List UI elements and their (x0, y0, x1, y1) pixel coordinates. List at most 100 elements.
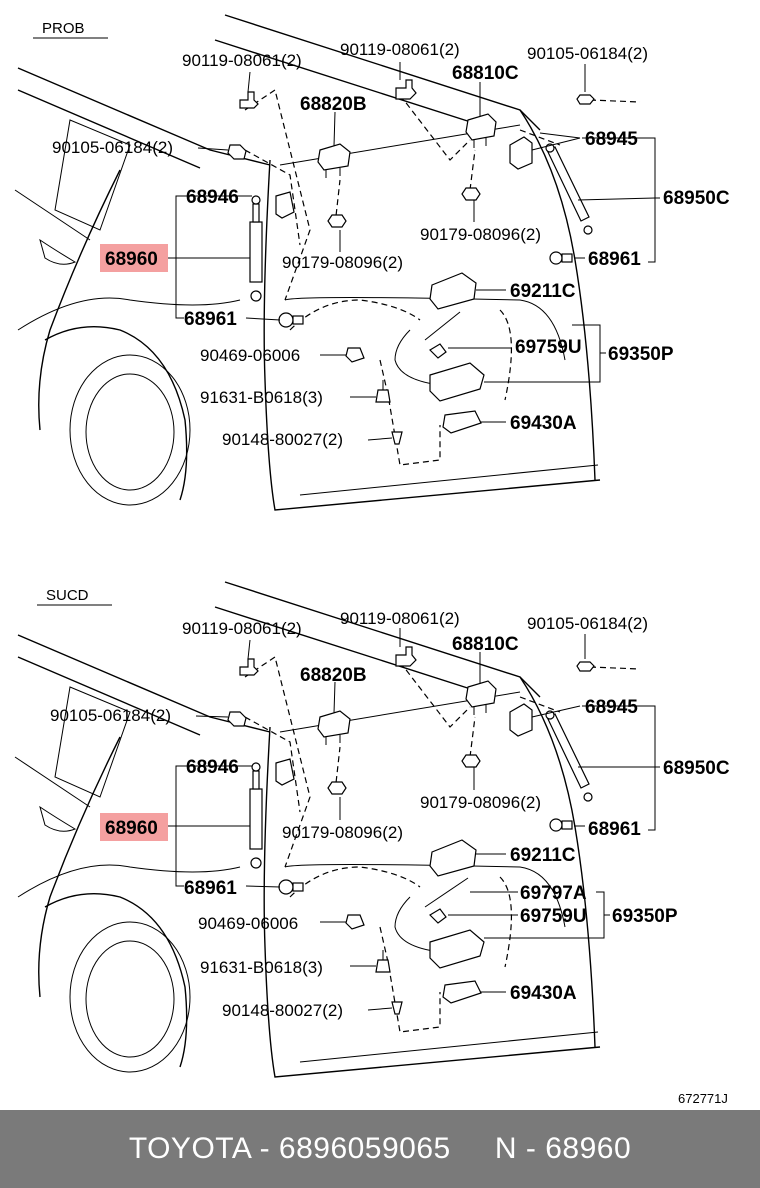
bracket-icon (275, 191, 295, 219)
part-label: 68950C (663, 188, 730, 209)
nut-icon (327, 781, 347, 795)
bracket-icon (509, 136, 533, 170)
part-label: 69797A (520, 883, 587, 904)
part-label: 69350P (608, 344, 674, 365)
part-label: 69430A (510, 413, 577, 434)
part-label-highlighted: 68960 (105, 249, 158, 270)
part-label: 68820B (300, 665, 367, 686)
nut-icon (461, 187, 481, 201)
leader-lines (166, 62, 660, 441)
part-label: 90119-08061(2) (340, 40, 460, 59)
bolt-icon (227, 711, 247, 727)
bolt-icon (239, 91, 259, 109)
handle-icon (442, 410, 482, 434)
ball-joint-icon (549, 818, 573, 832)
screw-icon (391, 431, 403, 445)
part-label: 69430A (510, 983, 577, 1004)
part-label: 90105-06184(2) (52, 138, 173, 157)
ball-joint-icon (278, 312, 304, 328)
bolt-icon (395, 79, 417, 100)
vehicle-body (14, 581, 601, 1078)
ball-joint-icon (549, 251, 573, 265)
part-label: 68961 (588, 819, 641, 840)
screw-icon (375, 950, 391, 973)
section-label: SUCD (46, 587, 89, 604)
footer-bar: TOYOTA - 6896059065 N - 68960 (0, 1110, 760, 1188)
part-label: 69759U (515, 337, 582, 358)
hinge-icon (317, 710, 351, 745)
section-sucd: SUCD (14, 581, 730, 1078)
part-label: 90105-06184(2) (527, 614, 648, 633)
part-label: 90105-06184(2) (50, 706, 171, 725)
part-label: 68820B (300, 94, 367, 115)
part-label-highlighted: 68960 (105, 818, 158, 839)
bracket-icon (275, 758, 295, 786)
gas-stay-icon (545, 143, 593, 235)
install-lines (244, 89, 641, 466)
ball-joint-icon (278, 879, 304, 895)
part-label: 90179-08096(2) (420, 225, 541, 244)
section-prob: PROB (14, 14, 730, 511)
part-label: 90119-08061(2) (182, 619, 302, 638)
lock-assy-icon (429, 908, 485, 969)
clip-icon (345, 347, 365, 363)
footer-text: TOYOTA - 6896059065 N - 68960 (128, 1132, 632, 1165)
lock-icon (429, 839, 477, 877)
bolt-icon (239, 658, 259, 676)
install-lines (244, 656, 641, 1033)
part-label: 90148-80027(2) (222, 430, 343, 449)
gas-stay-icon (249, 195, 263, 302)
hinge-icon (317, 143, 351, 178)
part-label: 90469-06006 (200, 346, 300, 365)
bolt-icon (395, 646, 417, 667)
part-label: 69759U (520, 906, 587, 927)
part-label: 90469-06006 (198, 914, 298, 933)
part-label: 68945 (585, 129, 638, 150)
lock-assy-icon (429, 343, 485, 402)
hinge-icon (465, 113, 497, 148)
part-label: 68810C (452, 63, 519, 84)
part-label: 69350P (612, 906, 678, 927)
part-label: 90119-08061(2) (340, 609, 460, 628)
bolt-icon (576, 661, 595, 672)
part-label: 68961 (184, 878, 237, 899)
bolt-icon (227, 144, 247, 160)
highlight-box (100, 813, 168, 841)
gas-stay-icon (249, 762, 263, 869)
clip-icon (345, 914, 365, 930)
handle-icon (442, 980, 482, 1004)
gas-stay-icon (545, 710, 593, 802)
leader-lines (168, 628, 660, 1011)
part-label: 90179-08096(2) (282, 253, 403, 272)
part-label: 68950C (663, 758, 730, 779)
nut-icon (461, 754, 481, 768)
part-label: 90179-08096(2) (420, 793, 541, 812)
highlight-box (100, 244, 168, 272)
part-label: 90119-08061(2) (182, 51, 302, 70)
part-label: 90179-08096(2) (282, 823, 403, 842)
parts-diagram: PROB (14, 14, 730, 1106)
part-label: 91631-B0618(3) (200, 958, 323, 977)
nut-icon (327, 214, 347, 228)
bolt-icon (576, 94, 595, 105)
part-label: 91631-B0618(3) (200, 388, 323, 407)
part-label: 68946 (186, 757, 239, 778)
part-label: 68945 (585, 697, 638, 718)
part-label: 68961 (184, 309, 237, 330)
screw-icon (391, 1001, 403, 1015)
diagram-code: 672771J (678, 1091, 728, 1106)
screw-icon (375, 380, 391, 403)
part-label: 68946 (186, 187, 239, 208)
bracket-icon (509, 703, 533, 737)
section-label: PROB (42, 20, 85, 37)
part-label: 90105-06184(2) (527, 44, 648, 63)
rod-icon (394, 877, 469, 953)
rod-icon (394, 311, 461, 386)
vehicle-body (14, 14, 601, 511)
part-label: 69211C (510, 845, 576, 866)
part-label: 90148-80027(2) (222, 1001, 343, 1020)
part-label: 68961 (588, 249, 641, 270)
lock-icon (429, 272, 477, 310)
hinge-icon (465, 680, 497, 715)
part-label: 68810C (452, 634, 519, 655)
